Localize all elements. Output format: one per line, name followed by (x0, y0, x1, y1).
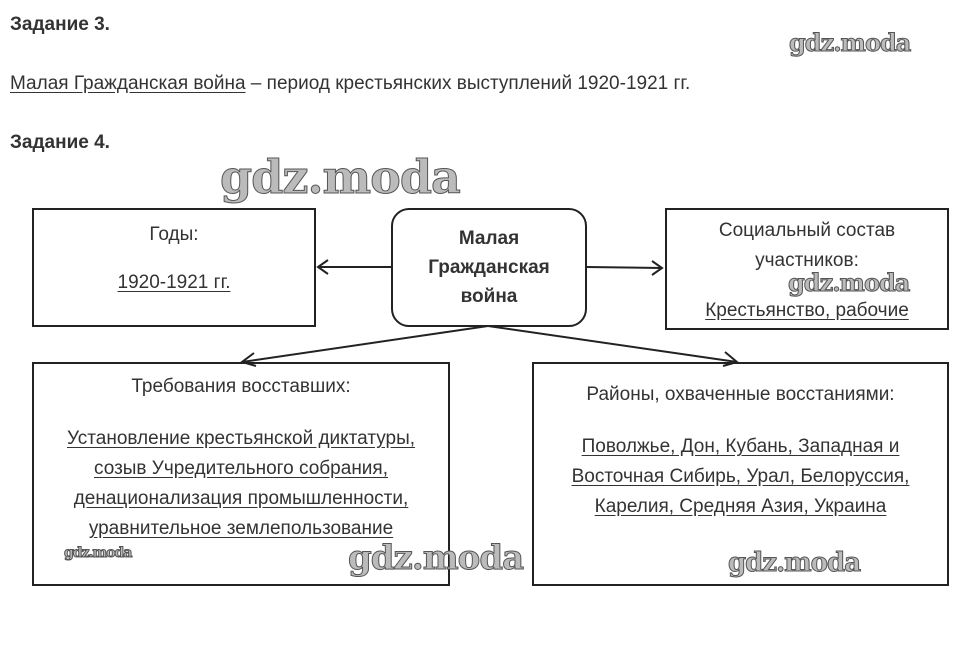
regions-box: Районы, охваченные восстаниями: Поволжье… (532, 362, 949, 586)
definition: – период крестьянских выступлений 1920-1… (245, 73, 691, 94)
watermark: gdz.moda (788, 28, 911, 58)
years-label: Годы: (149, 224, 199, 245)
arrow-to-regions (487, 325, 738, 363)
watermark: gdz.moda (727, 548, 861, 579)
watermark: gdz.moda (63, 545, 132, 562)
regions-label: Районы, охваченные восстаниями: (586, 384, 895, 405)
years-box: Годы: 1920-1921 гг. (32, 208, 316, 327)
watermark: gdz.moda (787, 268, 910, 298)
social-box: Социальный состав участников: Крестьянст… (665, 208, 949, 330)
social-label: Социальный состав участников: (718, 220, 896, 271)
years-value: 1920-1921 гг. (117, 272, 231, 293)
demands-box: Требования восставших: Установление крес… (32, 362, 450, 586)
watermark: gdz.moda (220, 150, 462, 205)
regions-value: Поволжье, Дон, Кубань, Западная и Восточ… (571, 436, 910, 517)
social-value: Крестьянство, рабочие (705, 300, 909, 321)
arrow-to-demands (241, 325, 489, 363)
task3-answer: Малая Гражданская война – период крестья… (10, 73, 690, 95)
watermark: gdz.moda (347, 538, 524, 579)
task3-heading: Задание 3. (10, 14, 110, 35)
center-box: Малая Гражданская война (391, 208, 587, 327)
term: Малая Гражданская война (10, 73, 246, 94)
task4-heading: Задание 4. (10, 132, 110, 153)
demands-value: Установление крестьянской диктатуры, соз… (66, 428, 416, 539)
demands-label: Требования восставших: (131, 376, 351, 397)
arrow-to-social (585, 266, 663, 269)
